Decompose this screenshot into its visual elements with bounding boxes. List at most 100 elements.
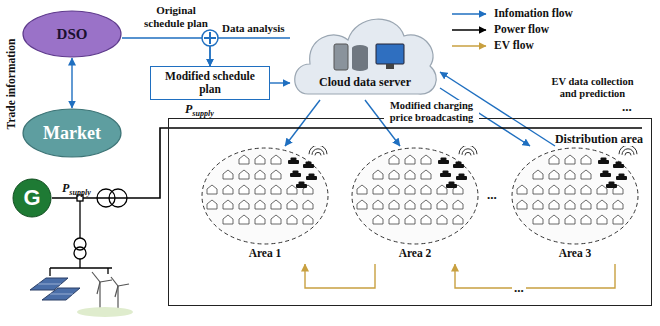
annotation-text: EV data collection and prediction <box>545 76 640 100</box>
car-icon <box>291 158 297 161</box>
car-icon <box>303 164 314 168</box>
flow-connector <box>270 82 290 83</box>
house-icon <box>613 200 623 209</box>
house-icon <box>437 185 447 194</box>
car-icon <box>600 173 611 177</box>
car-icon <box>616 162 622 165</box>
car-icon <box>306 162 312 165</box>
house-icon <box>533 185 543 194</box>
house-icon <box>581 215 591 224</box>
house-icon <box>223 215 233 224</box>
wind-turbine <box>77 272 133 317</box>
house-icon <box>437 200 447 209</box>
process-label: Modified schedule plan <box>157 70 263 96</box>
car-icon <box>441 158 447 161</box>
house-icon <box>421 155 431 164</box>
house-icon <box>223 200 233 209</box>
house-icon <box>533 170 543 179</box>
car-icon <box>438 160 449 164</box>
house-icon <box>565 155 575 164</box>
solar-panel <box>30 278 80 300</box>
actor-ellipse: DSO <box>22 10 122 58</box>
house-icon <box>303 215 313 224</box>
house-icon <box>271 185 281 194</box>
house-icon <box>549 215 559 224</box>
database-icon <box>352 65 368 71</box>
car-icon <box>443 171 449 174</box>
house-icon <box>549 170 559 179</box>
house-icon <box>239 185 249 194</box>
area-ellipse: Area 2 <box>350 146 480 264</box>
house-icon <box>533 215 543 224</box>
house-icon <box>207 200 217 209</box>
car-icon <box>446 184 457 188</box>
actor-name: Market <box>43 123 101 144</box>
house-icon <box>597 215 607 224</box>
car-icon <box>609 182 615 185</box>
region-box: Distribution areaArea 1Area 2Area 3 <box>168 118 652 306</box>
house-icon <box>287 185 297 194</box>
area-drawing <box>510 146 640 246</box>
car-icon <box>601 158 607 161</box>
car-icon <box>299 182 305 185</box>
process-box: Modified schedule plan <box>150 66 270 100</box>
car-icon <box>459 174 465 177</box>
car-icon <box>456 162 462 165</box>
wireless-symbol <box>315 152 321 155</box>
house-icon <box>271 170 281 179</box>
generator-label: G <box>23 185 40 211</box>
house-icon <box>223 185 233 194</box>
wireless-symbol <box>459 146 477 154</box>
flow-connector <box>71 58 72 108</box>
house-icon <box>303 200 313 209</box>
house-icon <box>239 215 249 224</box>
flow-connector <box>455 264 615 288</box>
house-icon <box>287 200 297 209</box>
house-icon <box>581 185 591 194</box>
house-icon <box>271 215 281 224</box>
flow-connector <box>122 38 210 66</box>
generator-circle: G <box>12 178 52 218</box>
edge-label: Original schedule plan <box>136 4 216 29</box>
cloud-label: Cloud data server <box>290 75 440 90</box>
house-icon <box>421 185 431 194</box>
power-bus <box>168 127 642 129</box>
wireless-symbol <box>462 149 474 155</box>
ellipsis-mark: ... <box>487 188 497 203</box>
house-icon <box>271 200 281 209</box>
annotation-text: Modified charging price broadcasting <box>384 100 479 124</box>
house-icon <box>581 155 591 164</box>
house-icon <box>255 185 265 194</box>
house-icon <box>357 200 367 209</box>
car-icon <box>619 174 625 177</box>
area-name: Area 1 <box>200 247 330 259</box>
house-icon <box>421 170 431 179</box>
symbol-label: Psupply <box>185 103 214 118</box>
car-icon <box>456 176 467 180</box>
house-icon <box>239 170 249 179</box>
house-icon <box>373 215 383 224</box>
wireless-symbol <box>312 149 324 155</box>
house-icon <box>565 170 575 179</box>
summing-junction <box>202 30 218 46</box>
area-name: Area 3 <box>510 247 640 259</box>
ellipsis-mark: ... <box>622 100 632 115</box>
legend-samples <box>452 14 486 46</box>
car-icon <box>453 164 464 168</box>
house-icon <box>613 215 623 224</box>
monitor-icon <box>386 64 394 69</box>
car-icon <box>606 184 617 188</box>
house-icon <box>453 215 463 224</box>
house-icon <box>565 185 575 194</box>
edge-label: Data analysis <box>222 22 285 35</box>
house-icon <box>437 215 447 224</box>
house-icon <box>597 185 607 194</box>
house-icon <box>239 155 249 164</box>
edge-label: Trade information <box>5 39 18 130</box>
house-icon <box>405 170 415 179</box>
house-icon <box>357 185 367 194</box>
car-icon <box>293 171 299 174</box>
house-icon <box>239 200 249 209</box>
house-icon <box>581 200 591 209</box>
area-outline <box>202 148 328 244</box>
